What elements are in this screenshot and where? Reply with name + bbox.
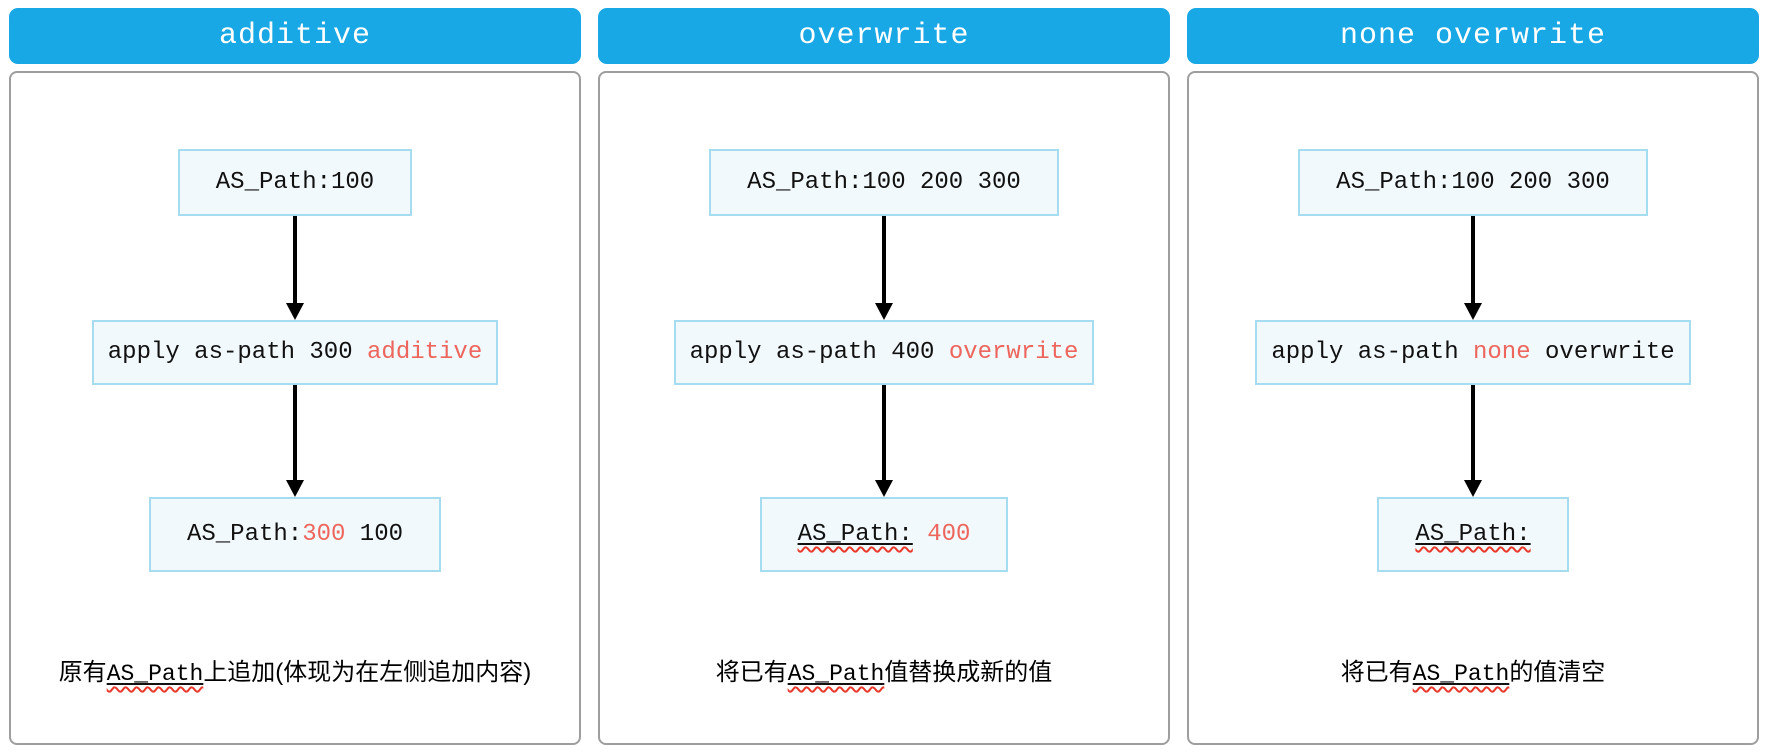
result-state-prefix: AS_Path: <box>797 521 913 548</box>
start-state-text: AS_Path:100 200 300 <box>747 169 1021 196</box>
caption-text-after: 的值清空 <box>1509 659 1606 686</box>
panel-title-overwrite: overwrite <box>598 8 1170 64</box>
result-state-box: AS_Path:300 100 <box>148 497 442 572</box>
apply-command-prefix: apply as-path 400 <box>689 339 949 366</box>
arrow-head-icon <box>286 303 304 320</box>
result-state-prefix: AS_Path: <box>186 521 303 548</box>
panel-overwrite: overwrite AS_Path:100 200 300 apply as-p… <box>598 8 1170 745</box>
down-arrow-icon <box>285 385 305 497</box>
result-state-box: AS_Path: <box>1377 497 1569 572</box>
apply-command-keyword: none <box>1473 339 1531 366</box>
aspath-token: AS_Path: <box>1415 521 1530 548</box>
caption-text-after: 值替换成新的值 <box>884 659 1053 686</box>
panel-title-additive: additive <box>9 8 581 64</box>
caption-text-before: 将已有 <box>715 659 788 686</box>
aspath-token: AS_Path <box>107 661 204 687</box>
panel-body-additive: AS_Path:100 apply as-path 300 additive A… <box>9 71 581 745</box>
caption-text-before: 将已有 <box>1340 659 1413 686</box>
aspath-token-text: AS_Path <box>787 661 885 687</box>
apply-command-prefix: apply as-path <box>1271 339 1473 366</box>
arrow-shaft <box>882 385 886 481</box>
aspath-token: AS_Path <box>788 661 885 687</box>
arrow-head-icon <box>286 480 304 497</box>
panel-body-overwrite: AS_Path:100 200 300 apply as-path 400 ov… <box>598 71 1170 745</box>
caption-overwrite: 将已有AS_Path值替换成新的值 <box>716 652 1053 687</box>
apply-command-prefix: apply as-path 300 <box>107 339 368 366</box>
result-state-prefix: AS_Path: <box>1415 521 1531 548</box>
start-state-box: AS_Path:100 200 300 <box>1298 149 1648 216</box>
arrow-shaft <box>293 216 297 304</box>
apply-command-keyword: overwrite <box>948 339 1079 366</box>
start-state-text: AS_Path:100 200 300 <box>1336 169 1610 196</box>
panel-none-overwrite: none overwrite AS_Path:100 200 300 apply… <box>1187 8 1759 745</box>
apply-command-box: apply as-path 300 additive <box>91 320 499 385</box>
panel-title-none-overwrite: none overwrite <box>1187 8 1759 64</box>
aspath-token-text: AS_Path <box>106 661 204 687</box>
apply-command-box: apply as-path none overwrite <box>1255 320 1691 385</box>
caption-additive: 原有AS_Path上追加(体现为在左侧追加内容) <box>59 652 532 687</box>
aspath-token: AS_Path: <box>798 521 913 548</box>
aspath-token-text: AS_Path <box>1412 661 1510 687</box>
caption-text-after: 上追加(体现为在左侧追加内容) <box>203 659 532 686</box>
arrow-shaft <box>1471 385 1475 481</box>
apply-command-box: apply as-path 400 overwrite <box>673 320 1095 385</box>
apply-command-keyword: additive <box>367 339 483 366</box>
panel-additive: additive AS_Path:100 apply as-path 300 a… <box>9 8 581 745</box>
result-state-suffix: 100 <box>345 521 404 548</box>
arrow-head-icon <box>875 480 893 497</box>
arrow-head-icon <box>1464 303 1482 320</box>
caption-none-overwrite: 将已有AS_Path的值清空 <box>1341 652 1606 687</box>
start-state-box: AS_Path:100 200 300 <box>709 149 1059 216</box>
result-state-highlight: 400 <box>912 521 971 548</box>
down-arrow-icon <box>874 385 894 497</box>
start-state-box: AS_Path:100 <box>177 149 413 216</box>
result-state-highlight: 300 <box>302 521 346 548</box>
arrow-head-icon <box>875 303 893 320</box>
apply-command-suffix: overwrite <box>1530 339 1675 366</box>
result-state-box: AS_Path: 400 <box>759 497 1009 572</box>
arrow-head-icon <box>1464 480 1482 497</box>
down-arrow-icon <box>874 216 894 320</box>
caption-text-before: 原有 <box>58 659 107 686</box>
arrow-shaft <box>882 216 886 304</box>
arrow-shaft <box>293 385 297 481</box>
down-arrow-icon <box>1463 385 1483 497</box>
aspath-token: AS_Path <box>1413 661 1510 687</box>
start-state-text: AS_Path:100 <box>215 169 375 196</box>
down-arrow-icon <box>285 216 305 320</box>
arrow-shaft <box>1471 216 1475 304</box>
panel-body-none-overwrite: AS_Path:100 200 300 apply as-path none o… <box>1187 71 1759 745</box>
down-arrow-icon <box>1463 216 1483 320</box>
